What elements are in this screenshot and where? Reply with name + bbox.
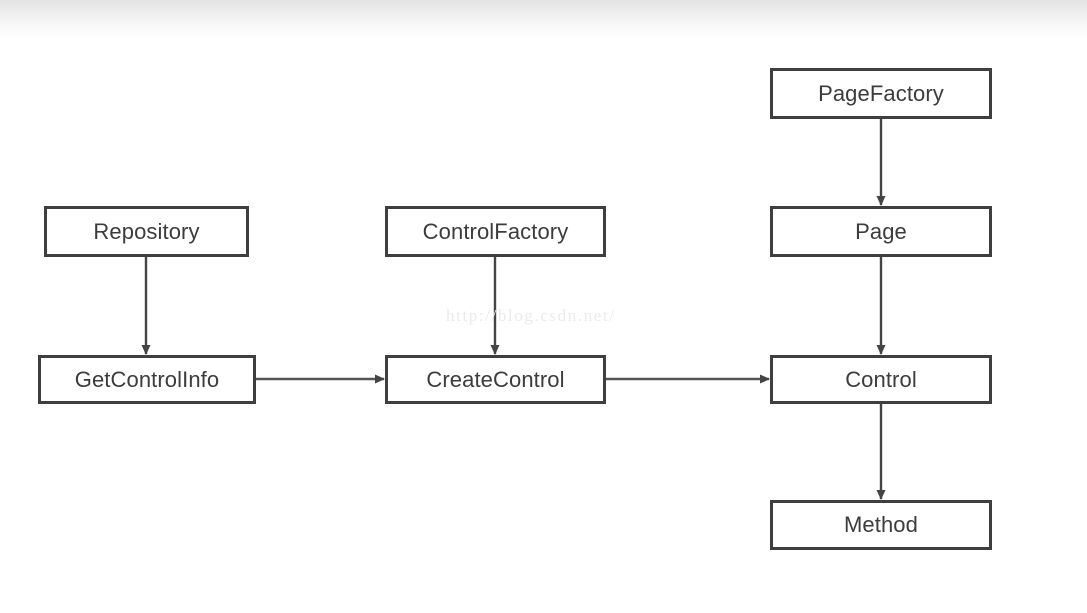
node-label-controlfactory: ControlFactory [422,218,569,244]
node-controlfactory[interactable]: ControlFactory [385,206,606,257]
node-label-getcontrolinfo: GetControlInfo [74,366,220,392]
node-method[interactable]: Method [770,500,992,550]
node-createcontrol[interactable]: CreateControl [385,355,606,404]
node-repository[interactable]: Repository [44,206,249,257]
node-label-method: Method [844,512,918,537]
node-label-createcontrol: CreateControl [426,366,565,392]
node-label-page: Page [855,218,907,244]
node-control[interactable]: Control [770,355,992,404]
node-label-control: Control [845,366,917,392]
node-getcontrolinfo[interactable]: GetControlInfo [38,355,256,404]
node-label-pagefactory: PageFactory [818,80,944,106]
node-page[interactable]: Page [770,206,992,257]
node-label-repository: Repository [93,218,200,244]
node-pagefactory[interactable]: PageFactory [770,68,992,119]
